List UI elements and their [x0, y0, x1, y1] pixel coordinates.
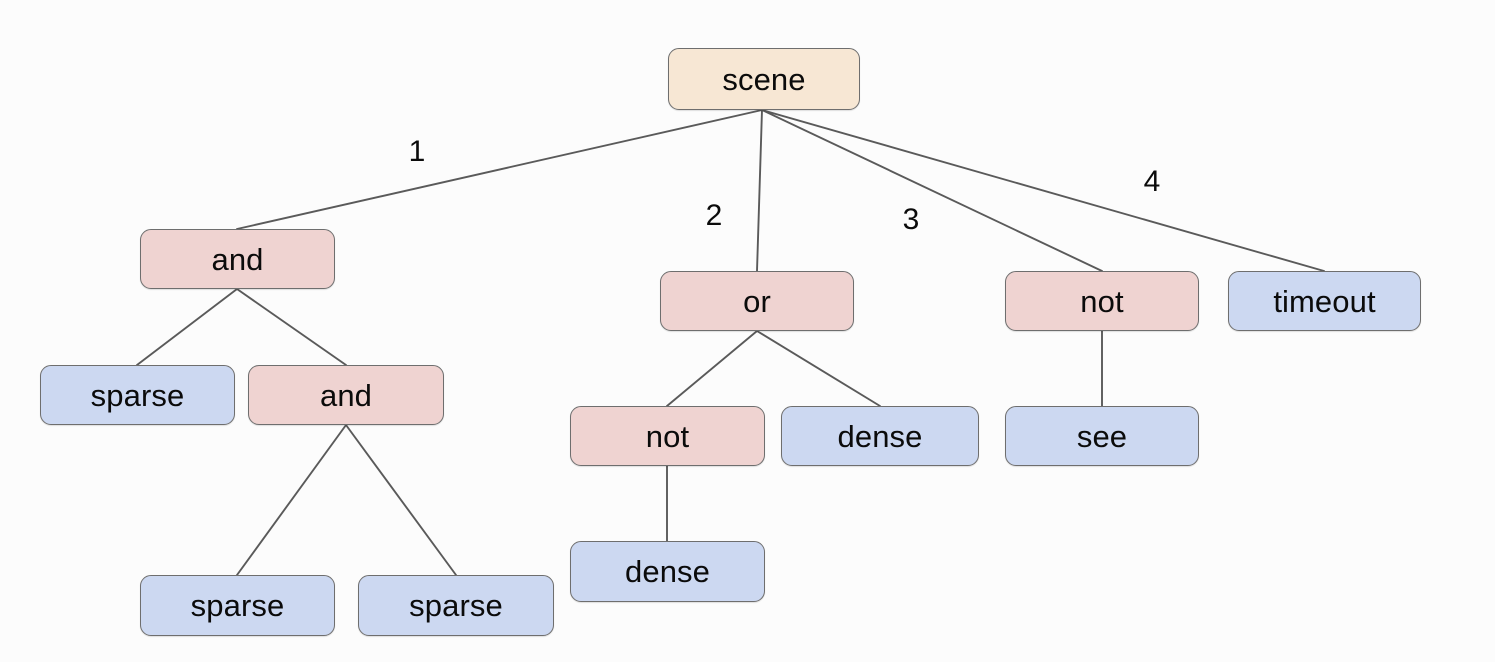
tree-edge-scene-to-or1: [756, 109, 763, 272]
tree-edge-and1-to-sparse1: [136, 288, 238, 366]
tree-node-or1[interactable]: or: [660, 271, 854, 331]
tree-edge-scene-to-timeout1: [761, 109, 1325, 272]
tree-edge-and2-to-sparse3: [345, 424, 457, 576]
edge-label-2: 2: [705, 199, 723, 232]
edge-label-3: 3: [902, 203, 920, 236]
tree-node-dense2[interactable]: dense: [570, 541, 765, 602]
tree-node-see1[interactable]: see: [1005, 406, 1199, 466]
tree-edge-or1-to-not2: [666, 330, 758, 407]
tree-node-label: see: [1076, 418, 1128, 454]
tree-node-label: or: [743, 283, 771, 319]
tree-node-label: sparse: [409, 588, 503, 623]
tree-node-and2[interactable]: and: [248, 365, 444, 425]
tree-node-label: and: [211, 241, 264, 277]
tree-node-label: and: [319, 377, 373, 413]
tree-node-sparse1[interactable]: sparse: [40, 365, 235, 425]
tree-node-timeout1[interactable]: timeout: [1228, 271, 1421, 331]
tree-node-label: not: [645, 418, 690, 454]
tree-node-not2[interactable]: not: [570, 406, 765, 466]
tree-node-label: sparse: [190, 588, 285, 623]
tree-node-sparse3[interactable]: sparse: [358, 575, 554, 636]
tree-node-label: timeout: [1273, 283, 1376, 319]
tree-node-label: dense: [625, 554, 710, 589]
tree-edge-scene-to-not1: [761, 109, 1103, 272]
tree-node-label: scene: [722, 61, 806, 97]
edge-label-4: 4: [1143, 165, 1161, 198]
tree-edge-and2-to-sparse2: [236, 424, 347, 576]
tree-edge-scene-to-and1: [236, 109, 763, 230]
tree-node-dense1[interactable]: dense: [781, 406, 979, 466]
tree-node-label: not: [1080, 283, 1124, 319]
tree-node-label: dense: [837, 418, 923, 454]
tree-node-sparse2[interactable]: sparse: [140, 575, 335, 636]
tree-node-label: sparse: [90, 377, 185, 413]
tree-edge-or1-to-dense1: [756, 330, 881, 407]
tree-edge-and1-to-and2: [236, 288, 347, 366]
tree-node-and1[interactable]: and: [140, 229, 335, 289]
edge-label-1: 1: [408, 135, 426, 168]
tree-node-not1[interactable]: not: [1005, 271, 1199, 331]
tree-node-scene[interactable]: scene: [668, 48, 860, 110]
